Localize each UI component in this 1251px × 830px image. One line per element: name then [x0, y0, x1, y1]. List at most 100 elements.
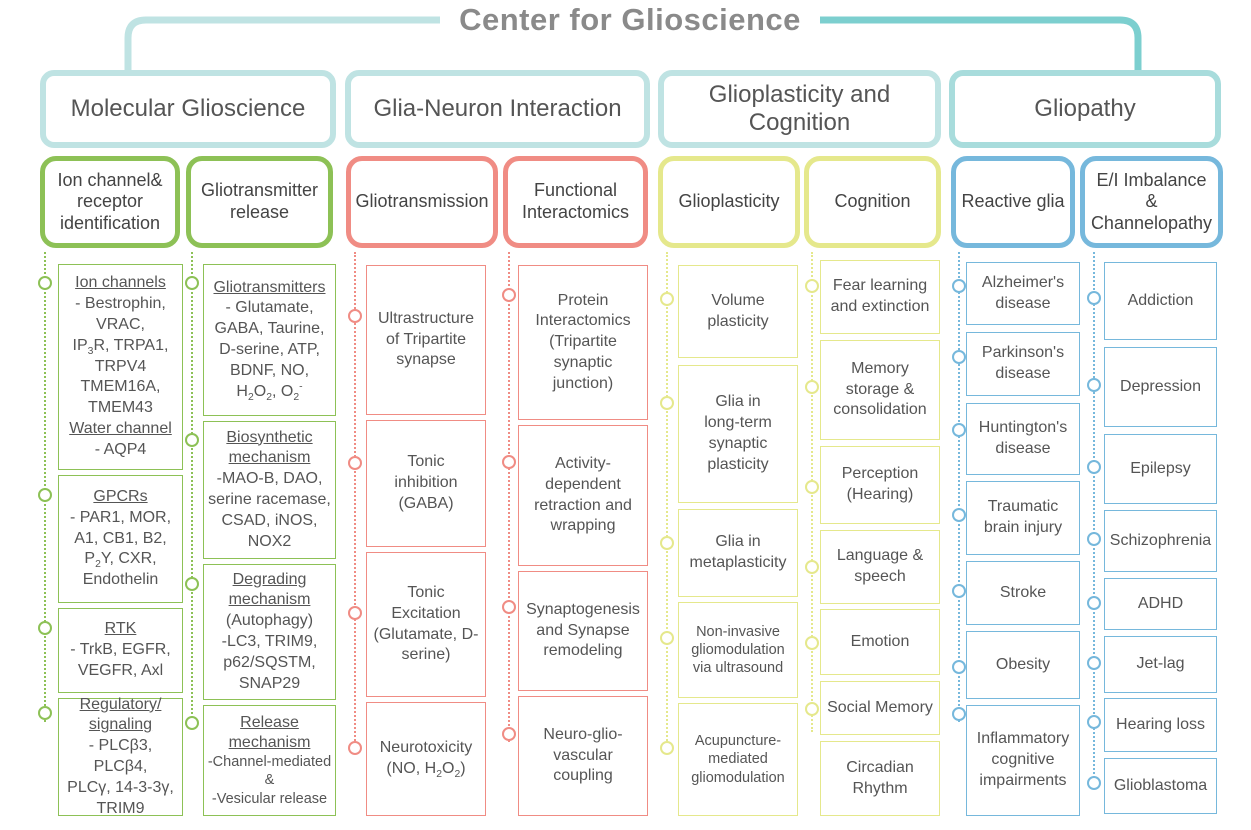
- item-line: D-serine, ATP,: [219, 341, 320, 358]
- bullet-dot: [660, 536, 674, 550]
- item-line: serine racemase,: [208, 491, 331, 508]
- subheader-cognition: Cognition: [804, 156, 941, 248]
- connector-line: [508, 252, 510, 742]
- bullet-dot: [185, 716, 199, 730]
- bullet-dot: [1087, 460, 1101, 474]
- bullet-dot: [1087, 715, 1101, 729]
- item-ultrasound-gliomodulation: Non-invasive gliomodulation via ultrasou…: [678, 602, 798, 698]
- item-line: - AQP4: [94, 440, 147, 458]
- top-bracket-connector: [124, 16, 1142, 72]
- item-text: Schizophrenia: [1109, 531, 1212, 549]
- subheader-label: Reactive glia: [961, 191, 1065, 212]
- bullet-dot: [1087, 291, 1101, 305]
- item-heading: Gliotransmitters: [213, 278, 326, 296]
- item-text: Inflammatory cognitive impairments: [976, 730, 1070, 789]
- item-heading: GPCRs: [93, 488, 148, 505]
- bullet-dot: [502, 288, 516, 302]
- bullet-dot: [502, 600, 516, 614]
- item-adhd: ADHD: [1104, 578, 1217, 630]
- item-text: Parkinson's disease: [981, 344, 1065, 382]
- bullet-dot: [348, 741, 362, 755]
- bullet-dot: [952, 350, 966, 364]
- item-heading: Water channel: [69, 419, 172, 437]
- item-text: Circadian Rhythm: [846, 758, 914, 797]
- item-text: Acupuncture-mediated gliomodulation: [691, 733, 785, 786]
- subheader-functional-interactomics: Functional Interactomics: [503, 156, 648, 248]
- item-text: Protein Interactomics (Tripartite synapt…: [535, 291, 631, 392]
- subheader-label: Functional Interactomics: [521, 180, 630, 222]
- connector-line: [958, 252, 960, 722]
- item-text: Glioblastoma: [1113, 776, 1208, 794]
- item-line: Endothelin: [82, 571, 159, 589]
- item-emotion: Emotion: [820, 609, 940, 675]
- item-line: - Bestrophin,: [75, 295, 166, 313]
- subheader-gliotransmitter-release: Gliotransmitter release: [186, 156, 333, 248]
- item-regulatory-signaling: Regulatory/ signaling - PLCβ3, PLCβ4, PL…: [58, 696, 183, 817]
- dept-molecular-glioscience: Molecular Glioscience: [40, 70, 336, 148]
- item-volume-plasticity: Volume plasticity: [678, 265, 798, 358]
- item-text: Hearing loss: [1116, 715, 1205, 733]
- bullet-dot: [1087, 378, 1101, 392]
- bullet-dot: [1087, 656, 1101, 670]
- page-title: Center for Glioscience: [440, 0, 820, 40]
- item-line: A1, CB1, B2,: [74, 529, 167, 547]
- item-text: Alzheimer's disease: [981, 273, 1065, 312]
- item-epilepsy: Epilepsy: [1104, 434, 1217, 504]
- subheader-label: Cognition: [834, 191, 911, 212]
- dept-label: Glioplasticity and Cognition: [708, 81, 891, 136]
- bullet-dot: [660, 292, 674, 306]
- item-traumatic-brain-injury: Traumatic brain injury: [966, 481, 1080, 555]
- item-text: Non-invasive gliomodulation via ultrasou…: [691, 623, 785, 677]
- item-addiction: Addiction: [1104, 262, 1217, 340]
- item-obesity: Obesity: [966, 631, 1080, 699]
- connector-line: [1093, 252, 1095, 782]
- item-glioblastoma: Glioblastoma: [1104, 758, 1217, 814]
- bullet-dot: [1087, 532, 1101, 546]
- item-schizophrenia: Schizophrenia: [1104, 510, 1217, 572]
- item-heading: Degrading mechanism: [228, 570, 311, 609]
- item-text: Language & speech: [836, 547, 924, 585]
- item-line: - TrkB, EGFR,: [70, 641, 171, 659]
- bullet-dot: [952, 707, 966, 721]
- subheader-ei-imbalance: E/I Imbalance & Channelopathy: [1080, 156, 1223, 248]
- item-circadian-rhythm: Circadian Rhythm: [820, 741, 940, 816]
- bullet-dot: [805, 560, 819, 574]
- item-neurotoxicity: Neurotoxicity(NO, H2O2): [366, 702, 486, 816]
- subheader-ion-channel: Ion channel& receptor identification: [40, 156, 180, 248]
- bullet-dot: [348, 309, 362, 323]
- item-fear-learning: Fear learning and extinction: [820, 260, 940, 334]
- dept-glioplasticity-cognition: Glioplasticity and Cognition: [658, 70, 941, 148]
- bullet-dot: [38, 621, 52, 635]
- item-line: PLCγ, 14-3-3γ,: [67, 778, 174, 796]
- connector-line: [354, 252, 356, 752]
- item-line: VRAC,: [96, 316, 145, 333]
- item-text: Fear learning and extinction: [830, 277, 930, 315]
- item-text: Ultrastructure of Tripartite synapse: [377, 309, 475, 369]
- item-line: H2O2, O2-: [236, 381, 303, 403]
- item-line: - PAR1, MOR,: [69, 508, 172, 526]
- bullet-dot: [185, 276, 199, 290]
- item-line: - Glutamate,: [225, 299, 314, 317]
- item-text: Neurotoxicity(NO, H2O2): [379, 739, 473, 781]
- item-line: TMEM43: [88, 399, 153, 417]
- connector-line: [191, 252, 193, 722]
- item-depression: Depression: [1104, 347, 1217, 427]
- item-line: - PLCβ3, PLCβ4,: [88, 737, 153, 775]
- item-biosynthetic-mechanism: Biosynthetic mechanism -MAO-B, DAO, seri…: [203, 421, 336, 559]
- item-activity-dependent: Activity-dependent retraction and wrappi…: [518, 425, 648, 566]
- item-text: Activity-dependent retraction and wrappi…: [534, 454, 632, 535]
- item-inflammatory-cognitive: Inflammatory cognitive impairments: [966, 705, 1080, 816]
- bullet-dot: [805, 380, 819, 394]
- bullet-dot: [38, 276, 52, 290]
- item-text: Perception (Hearing): [841, 465, 919, 503]
- item-line: TMEM16A,: [80, 378, 161, 396]
- item-ion-channels: Ion channels - Bestrophin, VRAC, IP3R, T…: [58, 264, 183, 470]
- item-line: CSAD, iNOS,: [221, 511, 318, 529]
- bullet-dot: [952, 508, 966, 522]
- dept-glia-neuron-interaction: Glia-Neuron Interaction: [345, 70, 650, 148]
- item-line: TRPV4: [94, 357, 147, 375]
- item-heading: Biosynthetic mechanism: [226, 428, 313, 467]
- item-text: Synaptogenesis and Synapse remodeling: [526, 600, 640, 660]
- item-tonic-inhibition: Tonic inhibition (GABA): [366, 420, 486, 547]
- item-memory-storage: Memory storage & consolidation: [820, 340, 940, 440]
